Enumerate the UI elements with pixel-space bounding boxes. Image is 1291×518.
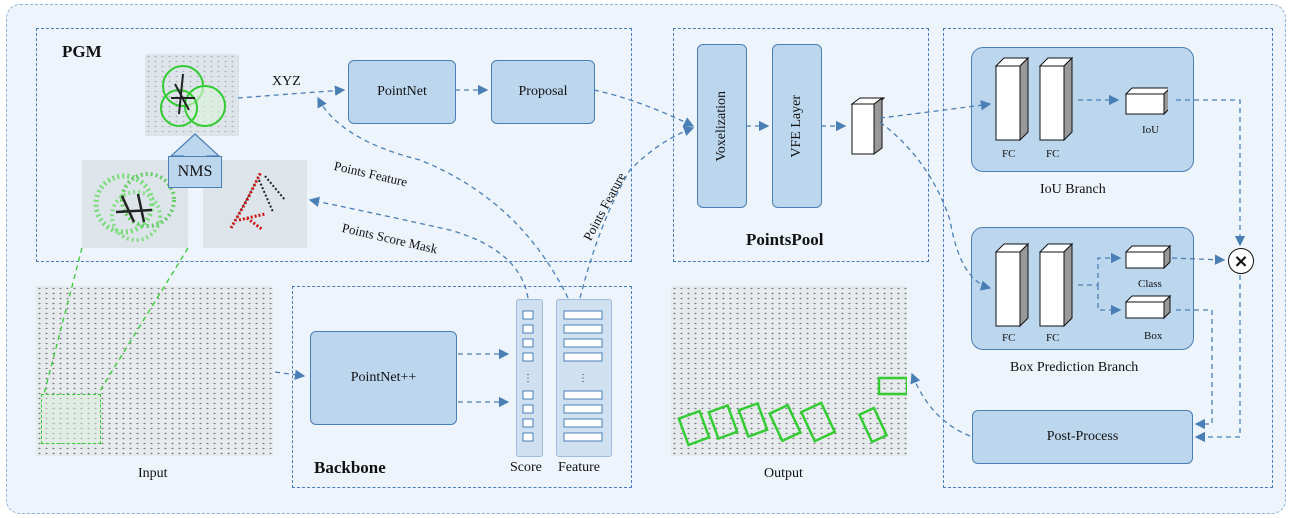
head-panel xyxy=(943,28,1273,488)
backbone-title: Backbone xyxy=(314,458,386,477)
input-image xyxy=(36,286,273,456)
output-label: Output xyxy=(764,466,803,481)
output-image xyxy=(671,286,907,456)
nms-box: NMS xyxy=(168,156,222,188)
post-process-box: Post-Process xyxy=(972,410,1193,464)
nms-label: NMS xyxy=(177,163,213,180)
pointnet-box: PointNet xyxy=(348,60,456,124)
proposal-label: Proposal xyxy=(518,84,568,99)
xyz-label: XYZ xyxy=(272,74,301,89)
multiply-node: × xyxy=(1228,248,1254,274)
iou-branch-title: IoU Branch xyxy=(1040,182,1106,197)
score-cells: ⋮ xyxy=(522,310,534,442)
feature-cells: ⋮ xyxy=(563,310,603,442)
pointspool-panel xyxy=(673,28,929,262)
pointspool-title: PointsPool xyxy=(746,230,824,249)
backbone-panel xyxy=(292,286,632,488)
box-fc1-label: FC xyxy=(1002,332,1016,344)
iou-output-label: IoU xyxy=(1142,124,1160,136)
pointnetpp-label: PointNet++ xyxy=(350,370,417,385)
box-branch-title: Box Prediction Branch xyxy=(1010,360,1139,375)
box-output-label: Box xyxy=(1144,330,1163,342)
iou-fc1-label: FC xyxy=(1002,148,1016,160)
proposal-seed-image xyxy=(145,54,239,136)
box-fc2-label: FC xyxy=(1046,332,1060,344)
pointnetpp-box: PointNet++ xyxy=(310,331,457,425)
pooled-feature-cube xyxy=(850,97,886,155)
iou-branch-layers xyxy=(994,56,1168,142)
multiply-icon: × xyxy=(1233,250,1249,272)
voxelization-box: Voxelization xyxy=(697,44,747,208)
detection-boxes xyxy=(677,376,907,447)
input-label: Input xyxy=(138,466,168,481)
pgm-panel xyxy=(36,28,632,262)
proposal-box: Proposal xyxy=(491,60,595,124)
input-crop-box xyxy=(41,394,101,444)
pgm-title: PGM xyxy=(62,42,102,61)
feature-label: Feature xyxy=(558,460,600,475)
svg-text:⋮: ⋮ xyxy=(578,373,588,384)
box-branch-layers xyxy=(994,242,1172,328)
class-output-label: Class xyxy=(1138,278,1162,290)
score-label: Score xyxy=(510,460,542,475)
post-process-label: Post-Process xyxy=(1046,429,1119,444)
svg-text:⋮: ⋮ xyxy=(523,373,533,384)
vfe-layer-box: VFE Layer xyxy=(772,44,822,208)
pointnet-label: PointNet xyxy=(377,84,427,99)
iou-fc2-label: FC xyxy=(1046,148,1060,160)
